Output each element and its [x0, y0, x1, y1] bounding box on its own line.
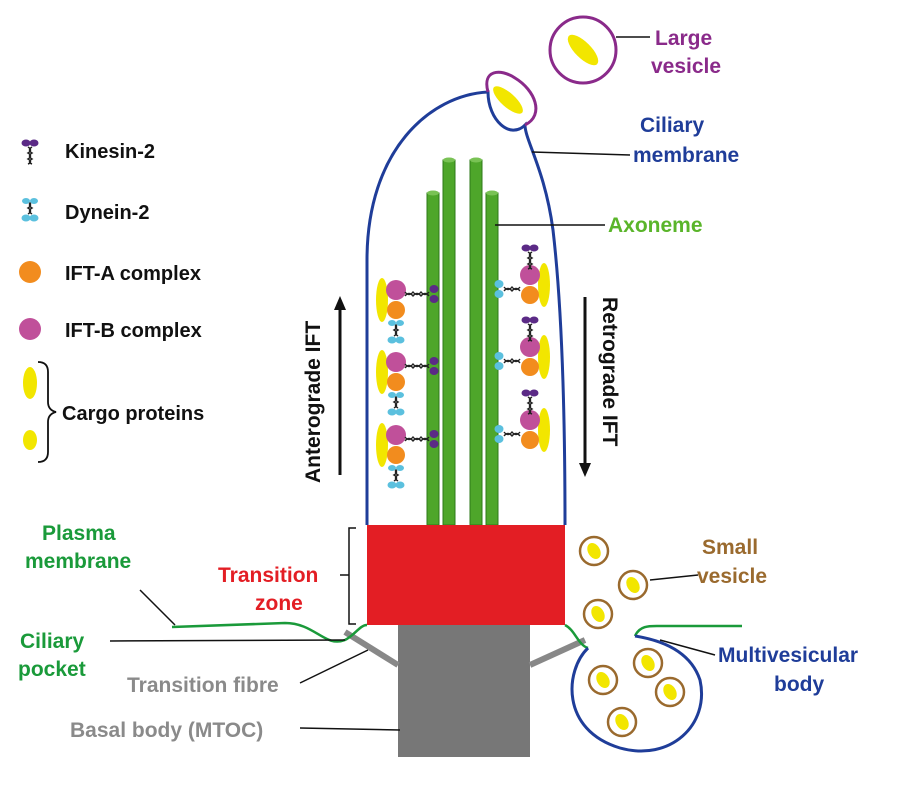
anterograde-arrow — [334, 296, 346, 475]
small-vesicles — [578, 535, 649, 630]
ciliary-membrane — [365, 90, 567, 526]
mvb-label-2: body — [774, 673, 824, 696]
legend-dynein-icon — [20, 197, 40, 223]
large-vesicle-label-1: Large — [655, 27, 712, 50]
multivesicular-body — [570, 634, 703, 753]
transition-zone-label-1: Transition — [218, 564, 318, 587]
retrograde-trains — [495, 245, 551, 453]
ciliary-pocket-label-1: Ciliary — [20, 630, 85, 653]
legend-cargo-large-icon — [23, 367, 37, 399]
axoneme — [426, 157, 499, 526]
large-vesicle — [548, 15, 618, 85]
legend-dynein-label: Dynein-2 — [65, 202, 149, 224]
large-vesicle-label-2: vesicle — [651, 55, 721, 78]
legend-ift-b-label: IFT-B complex — [65, 320, 202, 342]
legend-ift-a-icon — [19, 261, 41, 283]
legend-cargo-small-icon — [23, 430, 37, 450]
retrograde-arrow — [579, 297, 591, 477]
legend-ift-a-label: IFT-A complex — [65, 263, 201, 285]
ciliary-membrane-label-2: membrane — [633, 144, 739, 167]
anterograde-label: Anterograde IFT — [302, 321, 325, 483]
basal-body — [398, 625, 530, 757]
plasma-membrane-right — [564, 623, 742, 650]
mvb-label-1: Multivesicular — [718, 644, 858, 667]
ciliary-membrane-label-1: Ciliary — [640, 114, 705, 137]
transition-fibre-left — [343, 629, 400, 668]
mvb-vesicles — [587, 647, 686, 738]
small-vesicle-label-1: Small — [702, 536, 758, 559]
plasma-membrane-label-2: membrane — [25, 550, 131, 573]
basal-body-label: Basal body (MTOC) — [70, 719, 263, 742]
transition-zone — [367, 525, 565, 625]
legend-ift-b-icon — [19, 318, 41, 340]
legend-kinesin-icon — [20, 138, 40, 165]
plasma-membrane-left — [171, 621, 368, 643]
ciliary-pocket-label-2: pocket — [18, 658, 86, 681]
retrograde-label: Retrograde IFT — [598, 297, 621, 447]
transition-fibre-label: Transition fibre — [127, 674, 279, 697]
leader-lines — [109, 36, 716, 731]
axoneme-label: Axoneme — [608, 214, 703, 237]
small-vesicle-label-2: vesicle — [697, 565, 767, 588]
budding-vesicle — [485, 70, 538, 127]
legend-kinesin-label: Kinesin-2 — [65, 141, 155, 163]
legend-cargo-label: Cargo proteins — [62, 403, 204, 425]
transition-fibre-right — [528, 637, 587, 668]
plasma-membrane-label-1: Plasma — [42, 522, 116, 545]
legend-cargo-brace — [37, 361, 57, 463]
transition-zone-label-2: zone — [255, 592, 303, 615]
